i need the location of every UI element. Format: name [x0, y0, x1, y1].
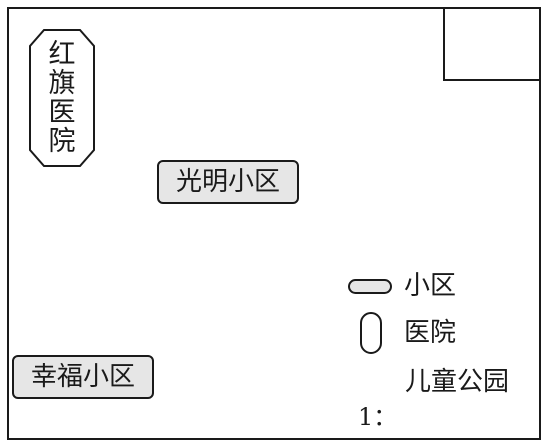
hospital-char: 医 — [48, 97, 76, 128]
hospital-label: 红 旗 医 院 — [28, 40, 96, 156]
community-guangming: 光明小区 — [157, 160, 299, 204]
hospital-char: 旗 — [48, 68, 76, 99]
legend-community-row: 小区 — [348, 270, 456, 302]
community-symbol-icon — [348, 278, 392, 294]
legend-community-label: 小区 — [404, 271, 457, 301]
hospital-symbol-icon — [360, 312, 382, 354]
hospital-char: 红 — [48, 39, 76, 70]
community-xingfu: 幸福小区 — [12, 355, 154, 399]
legend-hospital-row: 医院 — [360, 312, 456, 354]
scale-label: 1： — [358, 403, 398, 431]
hospital-marker-hongqi: 红 旗 医 院 — [28, 28, 96, 168]
legend-hospital-label: 医院 — [404, 318, 457, 348]
park-label: 儿童公园 — [405, 367, 510, 397]
hospital-outline-icon — [29, 29, 95, 167]
corner-box — [443, 9, 539, 81]
hospital-char: 院 — [48, 126, 76, 157]
